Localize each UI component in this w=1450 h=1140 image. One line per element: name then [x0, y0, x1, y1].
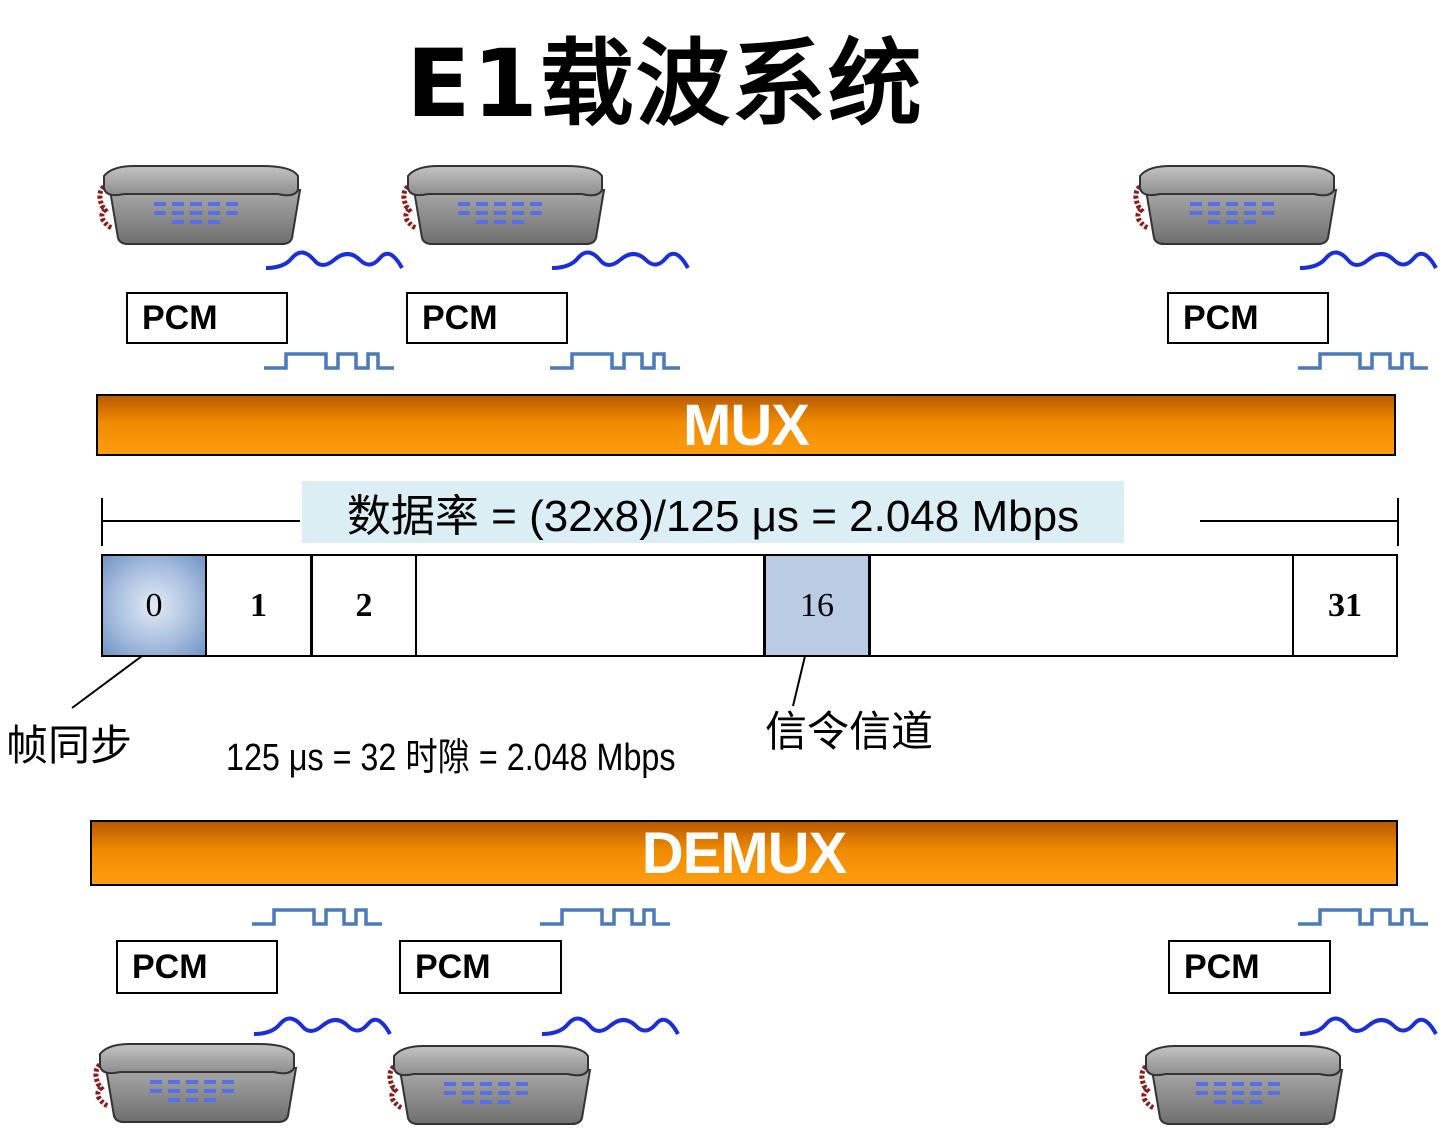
digital-pulse-icon: [252, 906, 382, 928]
telephone-icon: [384, 1044, 594, 1126]
slot-2: 2: [313, 556, 417, 655]
pcm-encoder-box: PCM: [126, 292, 288, 344]
digital-pulse-icon: [550, 350, 680, 372]
slot-16-signaling: 16: [766, 556, 871, 655]
pcm-decoder-box: PCM: [116, 940, 278, 994]
slot-1: 1: [207, 556, 313, 655]
page-title: E1载波系统: [0, 8, 1330, 144]
pcm-encoder-box: PCM: [406, 292, 568, 344]
telephone-icon: [1136, 1044, 1346, 1126]
telephone-icon: [94, 164, 304, 246]
analog-wave-icon: [264, 244, 404, 274]
e1-frame: 0 1 2 16 31: [101, 554, 1398, 657]
slots-17-to-30: [871, 556, 1294, 655]
slot-0-frame-sync: 0: [103, 556, 207, 655]
digital-pulse-icon: [264, 350, 394, 372]
mux-bar: MUX: [96, 394, 1396, 456]
analog-wave-icon: [1298, 1010, 1438, 1040]
telephone-icon: [398, 164, 608, 246]
data-rate-label: 数据率 = (32x8)/125 μs = 2.048 Mbps: [302, 481, 1124, 543]
digital-pulse-icon: [1298, 906, 1428, 928]
pcm-decoder-box: PCM: [1168, 940, 1331, 994]
signaling-channel-label: 信令信道: [765, 698, 933, 759]
pcm-encoder-box: PCM: [1167, 292, 1329, 344]
slot-31: 31: [1294, 556, 1396, 655]
analog-wave-icon: [1298, 244, 1438, 274]
digital-pulse-icon: [1298, 350, 1428, 372]
timing-note: 125 μs = 32 时隙 = 2.048 Mbps: [226, 726, 676, 781]
analog-wave-icon: [540, 1010, 680, 1040]
telephone-icon: [90, 1042, 300, 1124]
analog-wave-icon: [252, 1010, 392, 1040]
analog-wave-icon: [550, 244, 690, 274]
pcm-decoder-box: PCM: [399, 940, 562, 994]
telephone-icon: [1130, 164, 1340, 246]
digital-pulse-icon: [540, 906, 670, 928]
slots-3-to-15: [417, 556, 766, 655]
frame-sync-label: 帧同步: [6, 712, 132, 773]
demux-bar: DEMUX: [90, 820, 1398, 886]
